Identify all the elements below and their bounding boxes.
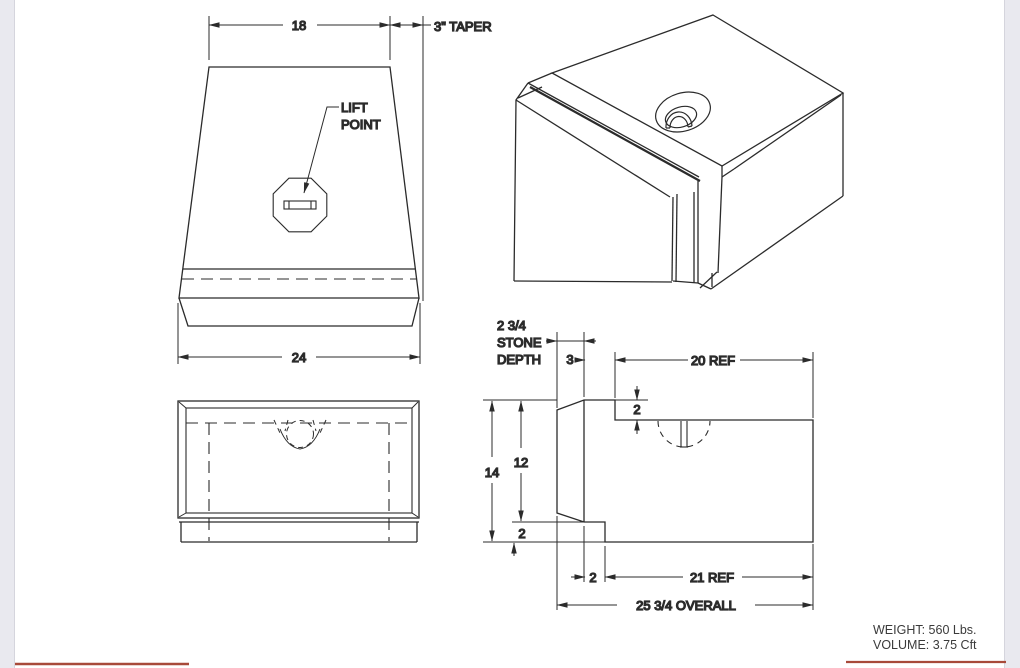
section-dim-21ref: 21 REF [690,570,734,585]
plan-taper-note: 3" TAPER [434,19,492,34]
stone-depth-label-1: 2 3/4 [497,318,526,333]
front-view [177,400,420,543]
section-dim-2-lip: 2 [518,526,525,541]
section-view: 2 3/4 STONE DEPTH 3 20 REF 2 14 12 2 2 2… [483,317,814,614]
lift-point-label-2: POINT [341,117,381,132]
section-dim-overall: 25 3/4 OVERALL [636,598,736,613]
section-dim-20ref: 20 REF [691,353,735,368]
section-dim-12: 12 [514,455,528,470]
stone-depth-label-2: STONE [497,335,542,350]
plan-dim-18: 18 [292,18,306,33]
stone-depth-label-3: DEPTH [497,352,541,367]
drawing-sheet [14,0,1005,668]
section-dim-3: 3 [566,352,573,367]
cropped-titleblock-border [15,660,1006,666]
section-dim-2-lipdepth: 2 [589,570,596,585]
plan-view: 18 3" TAPER LIFT POINT 24 [177,16,492,366]
isometric-view [513,14,845,290]
weight-note: WEIGHT: 560 Lbs. [873,623,977,637]
volume-note: VOLUME: 3.75 Cft [873,638,977,652]
section-dim-14: 14 [485,465,499,480]
drawing-notes: WEIGHT: 560 Lbs. VOLUME: 3.75 Cft [873,623,983,653]
lift-point-label-1: LIFT [341,100,368,115]
plan-dim-24: 24 [292,350,306,365]
section-dim-2-step: 2 [633,402,640,417]
